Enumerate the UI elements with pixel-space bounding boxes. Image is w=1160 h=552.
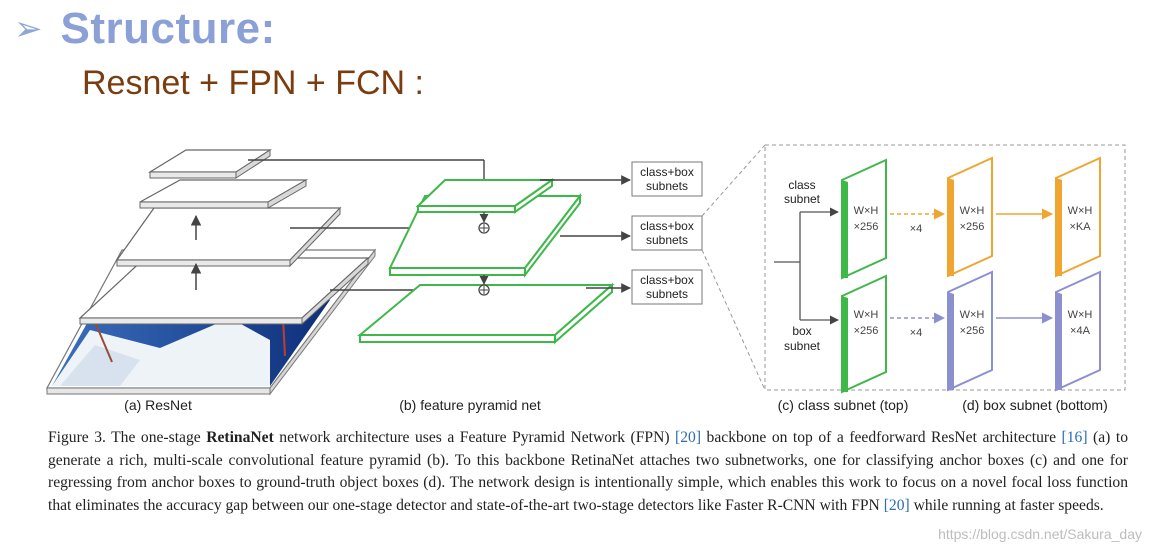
svg-text:×256: ×256 [854, 221, 879, 233]
subnet-box-2: class+box subnets [631, 215, 703, 251]
slide-subtitle: Resnet + FPN + FCN : [82, 64, 424, 102]
svg-text:W×H: W×H [854, 205, 879, 217]
feature-pyramid [357, 175, 631, 345]
svg-text:×256: ×256 [960, 221, 985, 233]
slide-title: Structure: [60, 4, 276, 53]
caption-ref-2[interactable]: [16] [1061, 429, 1088, 446]
svg-text:W×H: W×H [1068, 205, 1093, 217]
caption-part-4: while running at faster speeds. [909, 496, 1104, 514]
caption-part-1: network architecture uses a Feature Pyra… [273, 429, 676, 446]
svg-text:×KA: ×KA [1069, 221, 1091, 233]
caption-fig: Figure 3. The one-stage [48, 429, 207, 446]
figure-caption: Figure 3. The one-stage RetinaNet networ… [48, 427, 1128, 517]
svg-text:×4A: ×4A [1070, 325, 1091, 337]
svg-text:subnets: subnets [646, 179, 688, 193]
svg-text:×256: ×256 [960, 325, 985, 337]
arrow-bullet-icon: ➢ [14, 10, 43, 48]
svg-text:class+box: class+box [640, 165, 694, 179]
svg-text:×256: ×256 [854, 325, 879, 337]
svg-text:subnet: subnet [784, 339, 821, 353]
resnet-stack [45, 149, 377, 396]
svg-text:×4: ×4 [910, 327, 923, 339]
caption-bold: RetinaNet [206, 429, 274, 446]
caption-part-2: backbone on top of a feedforward ResNet … [701, 429, 1062, 446]
svg-text:subnets: subnets [646, 287, 688, 301]
subnet-box-1: class+box subnets [631, 161, 703, 197]
svg-text:class+box: class+box [640, 273, 694, 287]
svg-text:W×H: W×H [854, 309, 879, 321]
svg-text:subnets: subnets [646, 233, 688, 247]
label-resnet: (a) ResNet [124, 397, 192, 413]
slide-heading: ➢ Structure: [14, 4, 276, 54]
caption-ref-1[interactable]: [20] [675, 429, 702, 446]
svg-text:class+box: class+box [640, 219, 694, 233]
label-box-subnet: (d) box subnet (bottom) [962, 397, 1108, 413]
svg-text:W×H: W×H [960, 205, 985, 217]
svg-text:W×H: W×H [960, 309, 985, 321]
zoom-region [701, 144, 1126, 391]
label-class-subnet: (c) class subnet (top) [778, 397, 909, 413]
caption-ref-3[interactable]: [20] [883, 496, 910, 514]
label-fpn: (b) feature pyramid net [399, 397, 541, 413]
caption-part-3: (a) to generate a rich, multi-scale conv… [48, 429, 1129, 514]
svg-text:×4: ×4 [910, 223, 923, 235]
svg-text:subnet: subnet [784, 192, 821, 206]
subnet-box-3: class+box subnets [631, 269, 703, 305]
svg-text:W×H: W×H [1068, 309, 1093, 321]
subnet-detail: class subnet box subnet W×H ×256 ×4 W×H … [774, 156, 1101, 394]
svg-text:class: class [788, 178, 815, 192]
watermark: https://blog.csdn.net/Sakura_day [938, 526, 1142, 542]
svg-text:box: box [792, 324, 811, 338]
